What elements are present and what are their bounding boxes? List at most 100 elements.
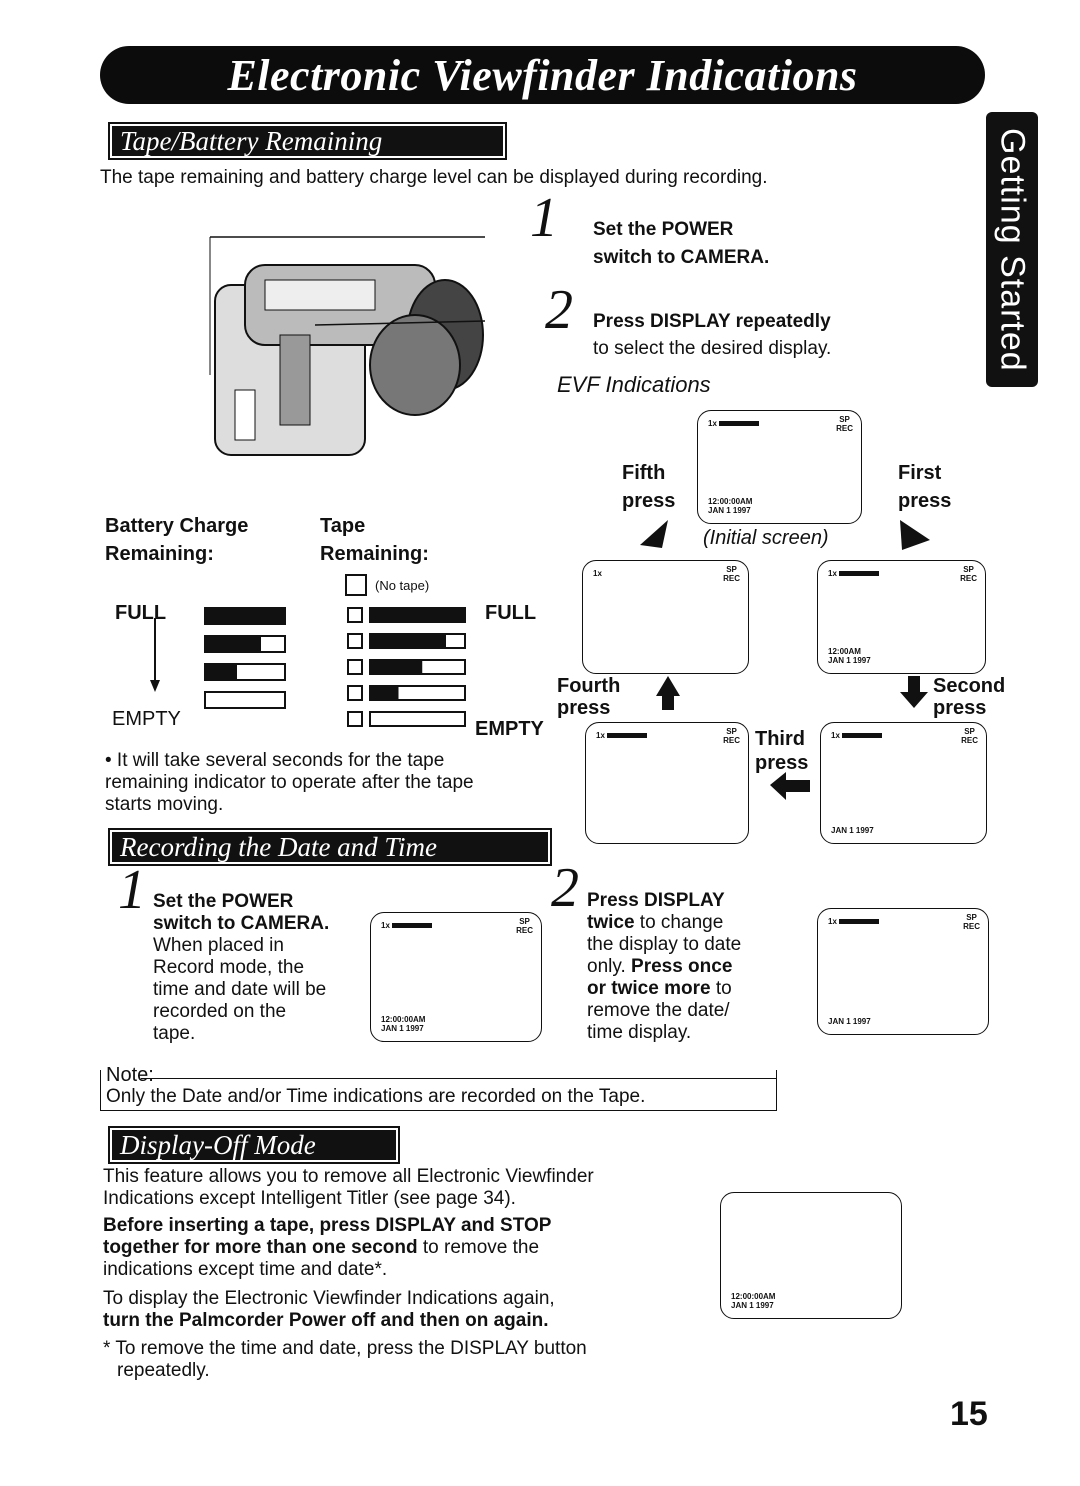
dt-step2-line1: Press DISPLAY (587, 890, 725, 911)
page-banner: Electronic Viewfinder Indications (100, 46, 985, 104)
note-box: Note: Only the Date and/or Time indicati… (100, 1064, 777, 1111)
date-indicator: JAN 1 1997 (828, 1017, 871, 1026)
dt-step1-number: 1 (118, 859, 146, 921)
zoom-indicator: 1x (831, 731, 882, 740)
display-off-p3-line2: turn the Palmcorder Power off and then o… (103, 1310, 549, 1331)
note-label: Note: (106, 1064, 154, 1086)
tape-level-fill (370, 660, 423, 674)
section-title: Display-Off Mode (120, 1129, 316, 1160)
step1-line1: Set the POWER (593, 219, 734, 240)
zoom-indicator: 1x (381, 921, 432, 930)
zoom-indicator: 1x (593, 569, 602, 578)
display-off-p4-line2: repeatedly. (117, 1360, 210, 1381)
tape-label-2: Remaining: (320, 543, 429, 565)
arrow-fourth-icon (656, 676, 680, 710)
tape-icon (347, 659, 363, 675)
section-heading-display-off: Display-Off Mode (108, 1126, 400, 1164)
tape-icon (347, 607, 363, 623)
fourth-label: Fourth (557, 675, 621, 697)
arrow-fifth-icon (640, 520, 668, 548)
dt-step2-line2: twice to change (587, 912, 724, 933)
dt-step2-line5: or twice more to (587, 978, 732, 999)
battery-label-1: Battery Charge (105, 515, 249, 537)
tape-level-fill (370, 686, 399, 700)
banner-title: Electronic Viewfinder Indications (227, 50, 858, 100)
display-off-p2-line2: together for more than one second to rem… (103, 1237, 540, 1258)
page-number: 15 (950, 1395, 988, 1433)
second-press: press (933, 697, 987, 719)
arrow-first-icon (900, 520, 930, 550)
date-indicator: JAN 1 1997 (831, 826, 874, 835)
dt-step1-line5: time and date will be (153, 979, 327, 1000)
note-rule (141, 1078, 776, 1079)
tape-icon (345, 574, 367, 596)
display-off-p1-line2: Indications except Intelligent Titler (s… (103, 1188, 516, 1209)
dt-step1-line7: tape. (153, 1023, 196, 1044)
display-off-p2-line1: Before inserting a tape, press DISPLAY a… (103, 1215, 552, 1236)
zoom-indicator: 1x (828, 569, 879, 578)
first-press: press (898, 490, 952, 512)
tape-level-fill (370, 608, 465, 622)
side-tab-label: Getting Started (993, 127, 1032, 372)
tape-note: • It will take several seconds for the t… (105, 750, 474, 815)
battery-level-fill (205, 608, 285, 624)
dt-step1-line6: recorded on the (153, 1001, 287, 1022)
third-label: Third (755, 728, 805, 750)
evf-arrows (640, 520, 930, 800)
arrow-second-icon (900, 676, 928, 708)
step2-line2: to select the desired display. (593, 338, 832, 359)
tape-level-outline (369, 711, 466, 727)
side-tab: Getting Started (986, 112, 1038, 387)
zoom-indicator: 1x (828, 917, 879, 926)
tape-icon (347, 685, 363, 701)
section-heading-tape-battery: Tape/Battery Remaining (108, 122, 507, 160)
empty-right: EMPTY (475, 718, 544, 740)
display-off-p4-line1: * To remove the time and date, press the… (103, 1338, 587, 1359)
dt-step2-line3: the display to date (587, 934, 742, 955)
step2-line1: Press DISPLAY repeatedly (593, 311, 831, 332)
display-off-p2-line3: indications except time and date*. (103, 1259, 388, 1280)
dt-step2-line4: only. Press once (587, 956, 733, 977)
dt-step1-line4: Record mode, the (153, 957, 305, 978)
full-left: FULL (115, 602, 167, 624)
tape-icon (347, 711, 363, 727)
display-off-p3-line1: To display the Electronic Viewfinder Ind… (103, 1288, 555, 1309)
second-label: Second (933, 675, 1006, 697)
full-right: FULL (485, 602, 537, 624)
first-label: First (898, 462, 942, 484)
arrow-third-icon (770, 772, 810, 800)
battery-level-fill (205, 664, 237, 680)
display-off-p1-line1: This feature allows you to remove all El… (103, 1166, 594, 1187)
third-press: press (755, 752, 809, 774)
initial-screen-label: (Initial screen) (703, 527, 829, 549)
battery-level-outline (204, 691, 286, 709)
dt-step1-line2: switch to CAMERA. (153, 913, 330, 934)
dt-step2-line6: remove the date/ (587, 1000, 730, 1021)
section-title: Recording the Date and Time (120, 831, 437, 862)
evf-heading: EVF Indications (557, 372, 711, 397)
dt-step1-line1: Set the POWER (153, 891, 294, 912)
camcorder-illustration (209, 236, 485, 456)
tape-label-1: Tape (320, 515, 366, 537)
fifth-press: press (622, 490, 676, 512)
empty-left: EMPTY (112, 708, 181, 730)
dt-step2-line7: time display. (587, 1022, 692, 1043)
no-tape-label: (No tape) (375, 578, 430, 593)
step2-number: 2 (545, 279, 573, 341)
